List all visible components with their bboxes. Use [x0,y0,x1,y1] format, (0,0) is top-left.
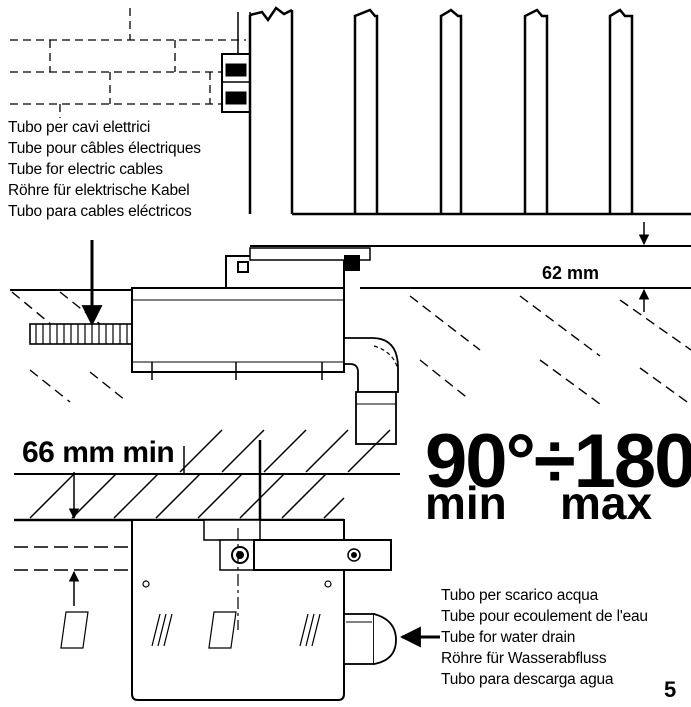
water-drain-label-en: Tube for water drain [441,629,576,646]
min-depth-dimension-label: 66 mm min [22,436,175,469]
motor-box-upper [131,247,371,380]
vent-grille-left [60,611,173,649]
cable-tube-label: Tubo per cavi elettrici Tube pour câbles… [8,117,201,222]
cable-tube-label-en: Tube for electric cables [8,161,163,178]
hinge-bracket [221,12,251,113]
drain-pipe-lower [343,613,397,665]
opening-angle-range: 90°÷180° [425,419,691,504]
gate-pickets [248,6,691,216]
opening-angle-min-label: min [425,477,507,529]
water-drain-label-es: Tubo para descarga agua [441,671,614,688]
vent-grille-right [208,611,321,649]
water-drain-label-fr: Tube pour ecoulement de l'eau [441,608,648,625]
drain-elbow-upper [343,337,399,445]
page-number: 5 [664,677,677,702]
water-drain-label-de: Röhre für Wasserabfluss [441,650,607,667]
clearance-dimension-label: 62 mm [542,263,600,283]
brick-wall [10,8,246,118]
cable-tube-label-fr: Tube pour câbles électriques [8,140,201,157]
cable-tube-label-de: Röhre für elektrische Kabel [8,182,190,199]
ground-section-upper [10,289,691,405]
opening-angle-max-label: max [560,477,653,529]
cable-tube-label-es: Tubo para cables eléctricos [8,203,192,220]
clearance-dimension [250,222,691,312]
water-drain-label: Tubo per scarico acqua Tube pour ecoulem… [441,585,648,690]
motor-box-lower [60,519,392,701]
cable-tube-label-it: Tubo per cavi elettrici [8,119,151,136]
water-drain-label-it: Tubo per scarico acqua [441,587,599,604]
cable-conduit [29,323,137,345]
